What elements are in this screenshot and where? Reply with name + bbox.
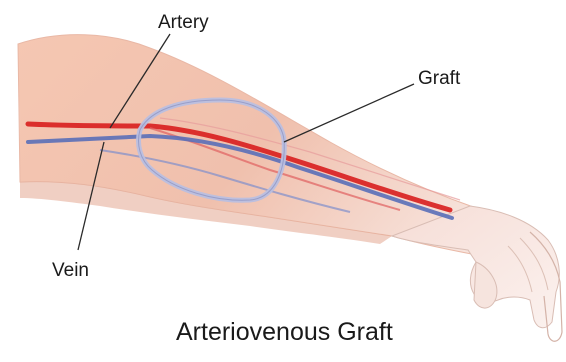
vein-label: Vein	[52, 260, 89, 281]
caption-title: Arteriovenous Graft	[176, 318, 393, 346]
hand	[392, 206, 562, 341]
graft-label: Graft	[418, 68, 461, 89]
artery-label: Artery	[158, 12, 209, 33]
graft-leader-line	[284, 84, 414, 142]
